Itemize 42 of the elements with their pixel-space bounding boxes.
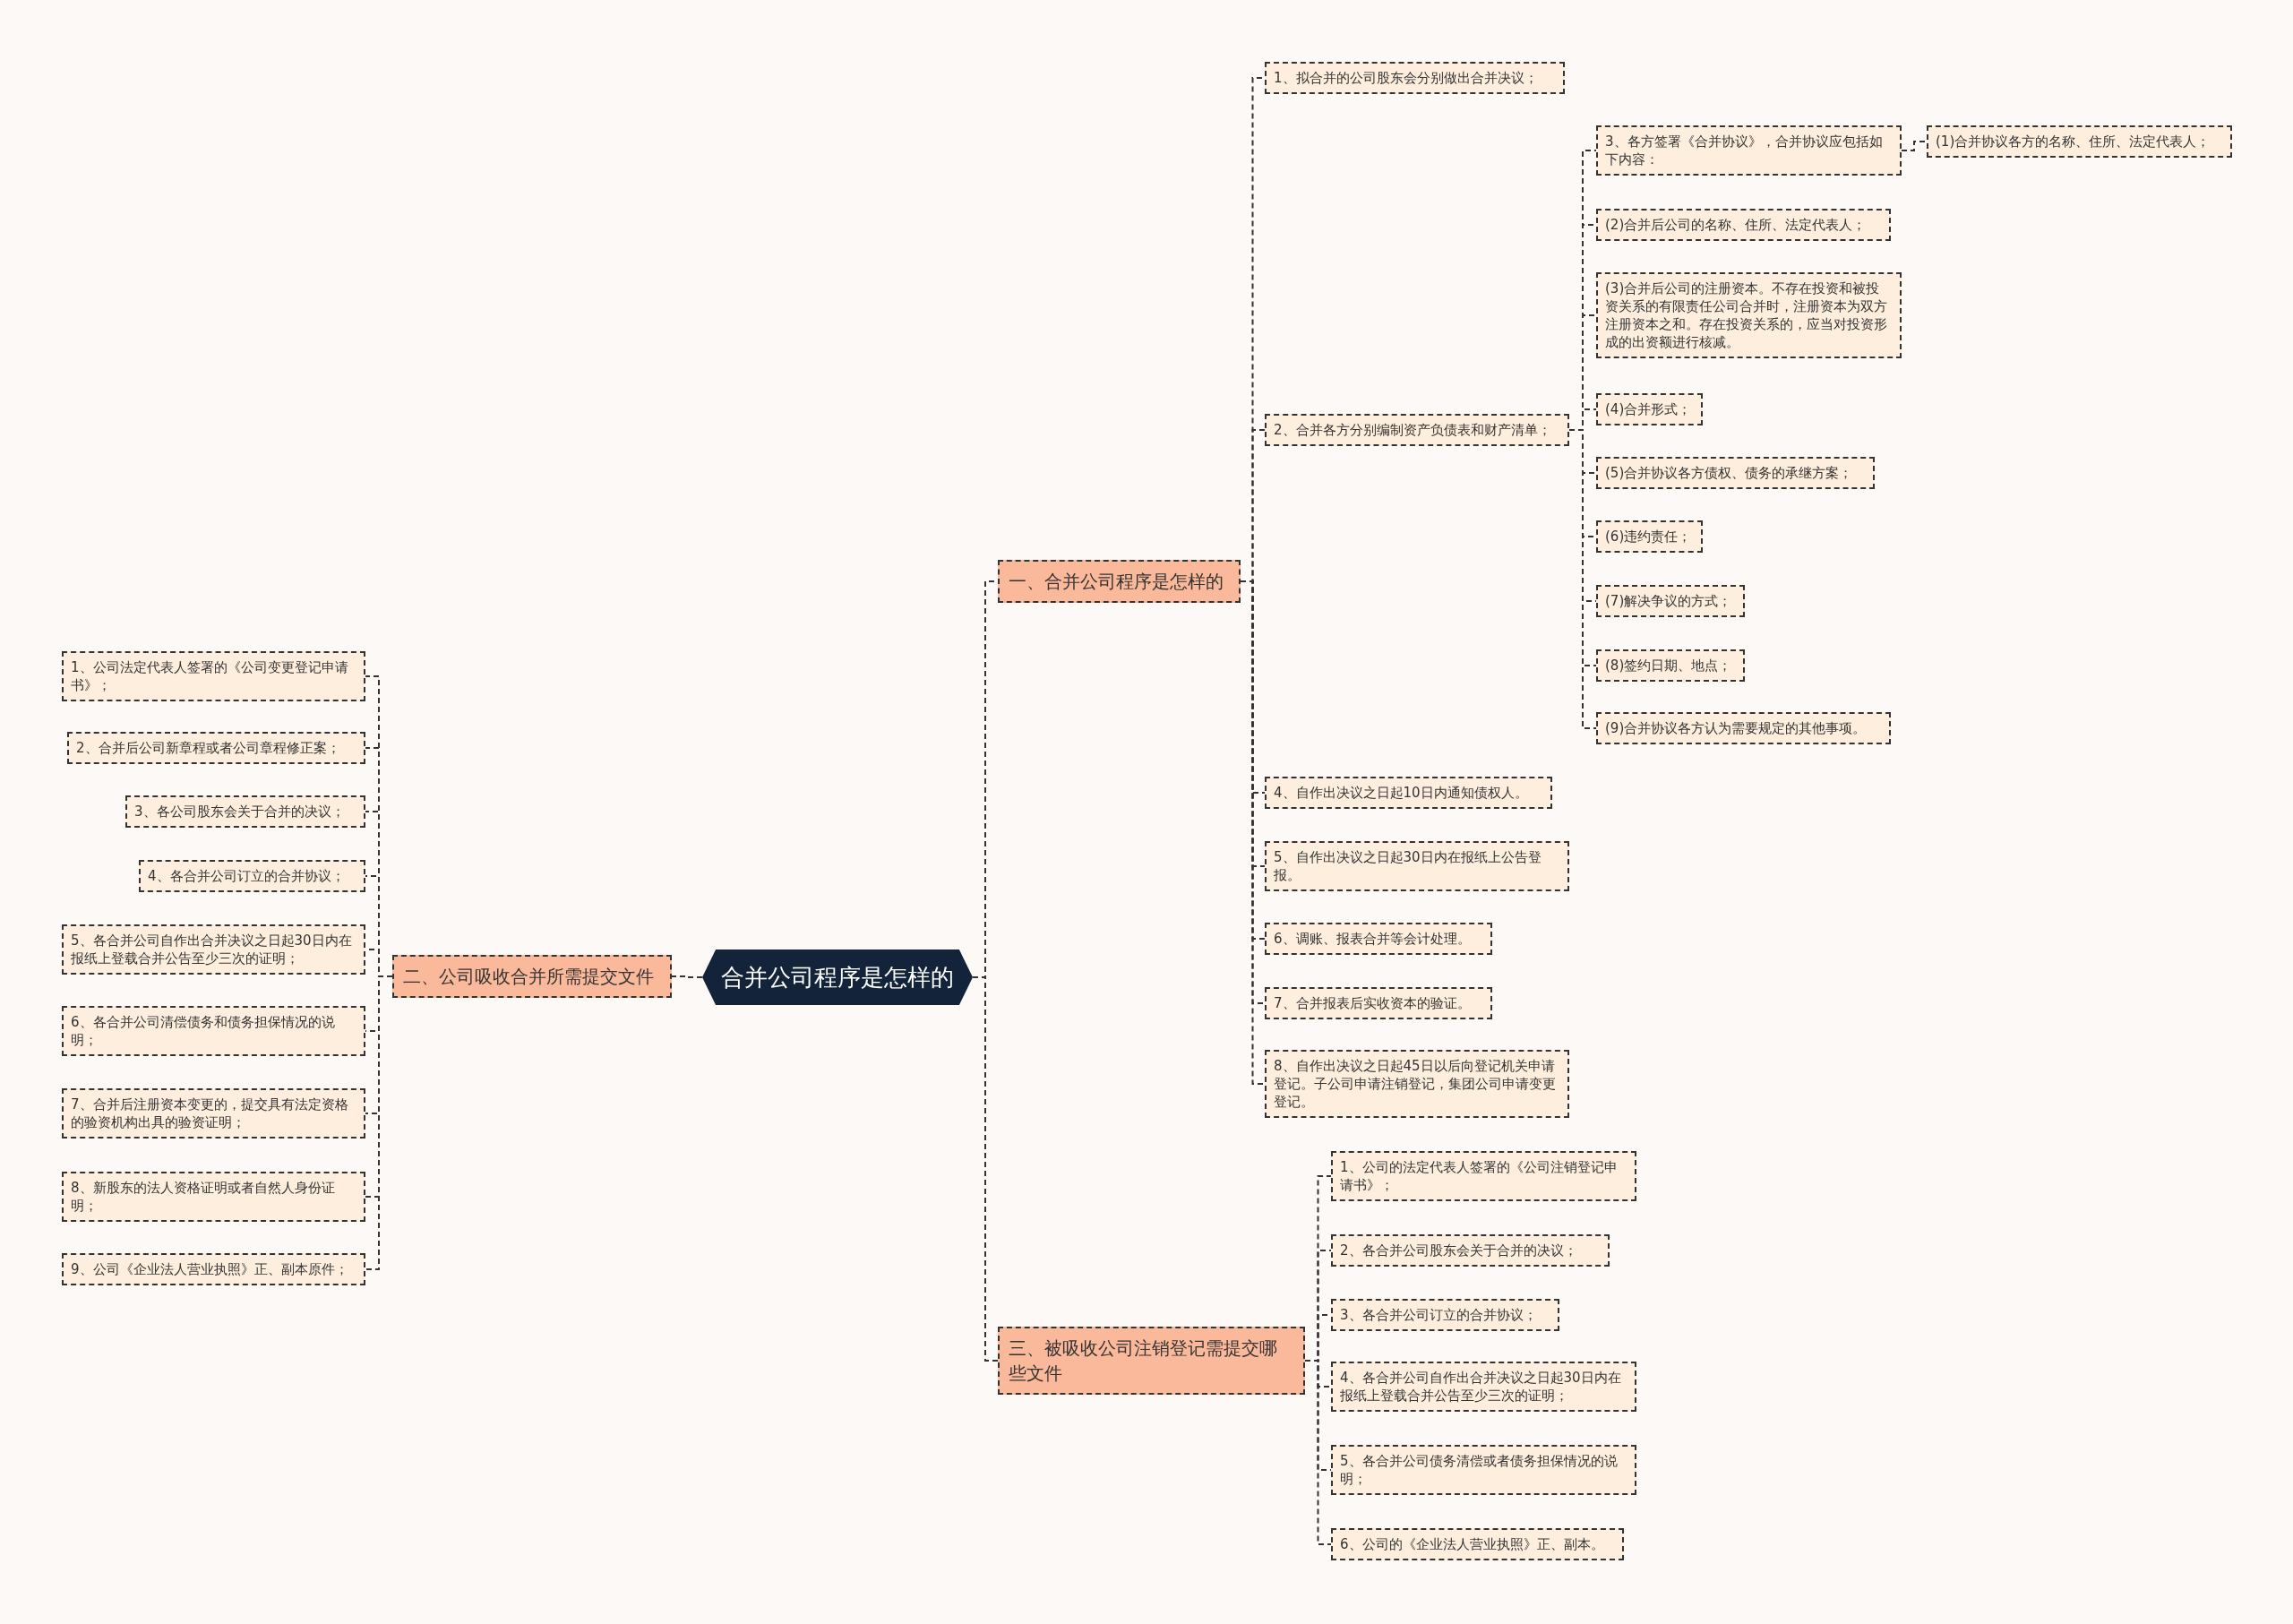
connector-line (365, 975, 393, 1270)
subtopic-box: 6、各合并公司清偿债务和债务担保情况的说明； (62, 1006, 365, 1056)
subtopic-box: (5)合并协议各方债权、债务的承继方案； (1596, 457, 1875, 489)
subtopic-box: 2、合并各方分别编制资产负债表和财产清单； (1265, 414, 1569, 446)
branch-topic: 三、被吸收公司注销登记需提交哪些文件 (998, 1327, 1305, 1395)
subtopic-box: 3、各合并公司订立的合并协议； (1331, 1299, 1559, 1331)
branch-topic: 二、公司吸收合并所需提交文件 (392, 955, 672, 998)
subtopic-box: (8)签约日期、地点； (1596, 649, 1745, 682)
subtopic-box: (4)合并形式； (1596, 393, 1703, 425)
subtopic-box: 7、合并报表后实收资本的验证。 (1265, 987, 1492, 1019)
subtopic-box: 2、合并后公司新章程或者公司章程修正案； (67, 732, 365, 764)
subtopic-box: 3、各方签署《合并协议》，合并协议应包括如下内容： (1596, 125, 1902, 176)
connector-line (1304, 1360, 1332, 1545)
branch-topic: 一、合并公司程序是怎样的 (998, 560, 1241, 603)
subtopic-box: 5、自作出决议之日起30日内在报纸上公告登报。 (1265, 841, 1569, 891)
subtopic-box: 1、公司的法定代表人签署的《公司注销登记申请书》； (1331, 1151, 1636, 1201)
central-topic-text: 合并公司程序是怎样的 (721, 964, 954, 991)
subtopic-box: (6)违约责任； (1596, 520, 1703, 553)
connector-line (1568, 429, 1597, 729)
subtopic-box: 5、各合并公司自作出合并决议之日起30日内在报纸上登载合并公告至少三次的证明； (62, 924, 365, 975)
subtopic-box: 8、新股东的法人资格证明或者自然人身份证明； (62, 1172, 365, 1222)
subtopic-box: 2、各合并公司股东会关于合并的决议； (1331, 1234, 1610, 1267)
subtopic-box: 7、合并后注册资本变更的，提交具有法定资格的验资机构出具的验资证明； (62, 1088, 365, 1139)
subtopic-box: 6、调账、报表合并等会计处理。 (1265, 923, 1492, 955)
subtopic-box: 4、各合并公司订立的合并协议； (139, 860, 365, 892)
subtopic-box: (3)合并后公司的注册资本。不存在投资和被投资关系的有限责任公司合并时，注册资本为双方注册资本之和。存在投资关系的，应当对投资形成的出资额进行核减。 (1596, 272, 1902, 358)
connector-line (671, 975, 703, 978)
subtopic-box: 6、公司的《企业法人营业执照》正、副本。 (1331, 1528, 1624, 1560)
subtopic-box: (9)合并协议各方认为需要规定的其他事项。 (1596, 712, 1891, 744)
subtopic-box: 3、各公司股东会关于合并的决议； (125, 795, 365, 828)
central-topic-hexagon (702, 949, 973, 1005)
subtopic-box: (1)合并协议各方的名称、住所、法定代表人； (1927, 125, 2232, 158)
subtopic-box: (7)解决争议的方式； (1596, 585, 1745, 617)
subtopic-box: 5、各合并公司债务清偿或者债务担保情况的说明； (1331, 1445, 1636, 1495)
subtopic-box: 9、公司《企业法人营业执照》正、副本原件； (62, 1253, 365, 1285)
subtopic-box: 4、自作出决议之日起10日内通知债权人。 (1265, 777, 1552, 809)
connector-line (1901, 141, 1928, 151)
subtopic-box: 1、拟合并的公司股东会分别做出合并决议； (1265, 62, 1565, 94)
subtopic-box: 1、公司法定代表人签署的《公司变更登记申请书》； (62, 651, 365, 701)
subtopic-box: 8、自作出决议之日起45日以后向登记机关申请登记。子公司申请注销登记，集团公司申请变更登记。 (1265, 1050, 1569, 1118)
subtopic-box: 4、各合并公司自作出合并决议之日起30日内在报纸上登载合并公告至少三次的证明； (1331, 1362, 1636, 1412)
subtopic-box: (2)合并后公司的名称、住所、法定代表人； (1596, 209, 1891, 241)
